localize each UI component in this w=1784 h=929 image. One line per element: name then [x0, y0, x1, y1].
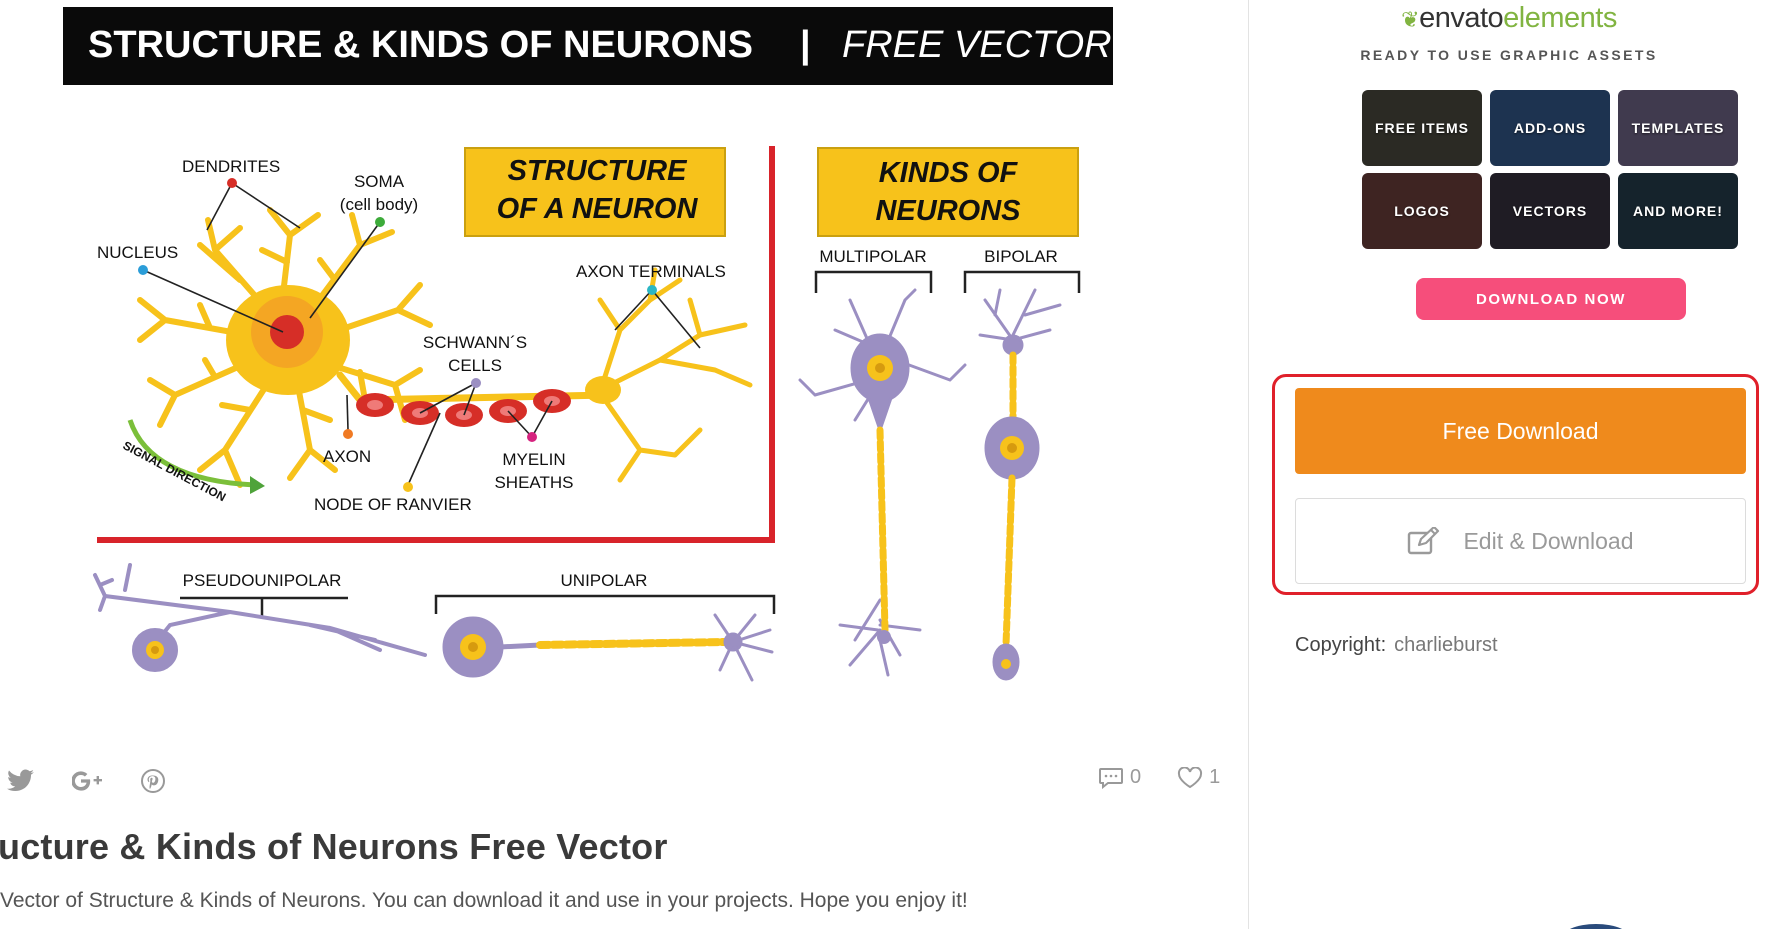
label-myelin-1: MYELIN — [502, 450, 565, 469]
kinds-box-line1: KINDS OF — [879, 157, 1019, 189]
heart-icon — [1178, 766, 1203, 788]
main-content: STRUCTURE & KINDS OF NEURONS | FREE VECT… — [0, 0, 1220, 912]
kinds-box-line2: NEURONS — [875, 195, 1021, 227]
column-divider — [1248, 0, 1249, 929]
likes-count: 1 — [1209, 766, 1221, 788]
tile-free-items[interactable]: FREE ITEMS — [1362, 90, 1482, 166]
bipolar-neuron — [978, 288, 1062, 681]
tile-and-more[interactable]: AND MORE! — [1618, 173, 1738, 249]
label-axon: AXON — [323, 447, 371, 466]
kinds-box — [817, 147, 1079, 237]
edit-icon — [1408, 527, 1440, 555]
avatar — [1561, 924, 1631, 929]
label-soma: SOMA — [354, 172, 405, 191]
label-schwann-1: SCHWANN´S — [423, 333, 527, 352]
comments-stat[interactable]: 0 — [1098, 766, 1141, 789]
structure-frame — [97, 146, 775, 543]
label-pseudounipolar: PSEUDOUNIPOLAR — [183, 571, 342, 590]
pinterest-icon[interactable] — [138, 766, 168, 796]
copyright-label: Copyright: — [1295, 634, 1387, 656]
tile-logos[interactable]: LOGOS — [1362, 173, 1482, 249]
structure-box-line1: STRUCTURE — [508, 155, 688, 187]
free-download-button[interactable]: Free Download — [1295, 388, 1746, 474]
label-dendrites: DENDRITES — [182, 157, 280, 176]
leaf-icon: ❦ — [1401, 7, 1420, 32]
tile-vectors[interactable]: VECTORS — [1490, 173, 1610, 249]
item-description: Vector of Structure & Kinds of Neurons. … — [0, 889, 968, 912]
item-title: ucture & Kinds of Neurons Free Vector — [0, 826, 668, 867]
envato-ad[interactable]: ❦envatoelements READY TO USE GRAPHIC ASS… — [1279, 0, 1739, 340]
download-now-button[interactable]: DOWNLOAD NOW — [1416, 278, 1686, 320]
copyright-author[interactable]: charlieburst — [1394, 634, 1498, 656]
label-multipolar: MULTIPOLAR — [819, 247, 926, 266]
twitter-icon[interactable] — [6, 766, 36, 796]
multipolar-neuron — [798, 288, 967, 677]
label-axon-terminals: AXON TERMINALS — [576, 262, 726, 281]
neuron-diagram — [137, 207, 753, 488]
tile-templates[interactable]: TEMPLATES — [1618, 90, 1738, 166]
label-cell-body: (cell body) — [340, 195, 418, 214]
google-plus-icon[interactable] — [72, 766, 102, 796]
envato-tiles: FREE ITEMS ADD-ONS TEMPLATES LOGOS VECTO… — [1362, 90, 1738, 249]
label-node-of-ranvier: NODE OF RANVIER — [314, 495, 472, 514]
preview-banner — [63, 7, 1113, 85]
signal-arrow — [127, 419, 256, 488]
free-download-label: Free Download — [1442, 417, 1599, 444]
sidebar: ❦envatoelements READY TO USE GRAPHIC ASS… — [1249, 0, 1784, 929]
structure-box — [464, 147, 726, 237]
callout-lines — [142, 182, 701, 486]
comments-count: 0 — [1130, 766, 1142, 788]
label-nucleus: NUCLEUS — [97, 243, 178, 262]
edit-download-button[interactable]: Edit & Download — [1295, 498, 1746, 584]
share-row — [6, 766, 168, 796]
preview-image[interactable]: STRUCTURE & KINDS OF NEURONS | FREE VECT… — [0, 0, 1130, 715]
envato-logo[interactable]: ❦envatoelements — [1401, 2, 1617, 34]
pseudounipolar-neuron — [93, 563, 427, 672]
banner-subtitle: FREE VECTOR — [842, 24, 1112, 66]
stats-row: 0 1 — [1098, 766, 1220, 789]
structure-box-line2: OF A NEURON — [497, 193, 699, 225]
unipolar-neuron — [442, 613, 774, 682]
comment-icon — [1099, 767, 1123, 789]
label-schwann-2: CELLS — [448, 356, 502, 375]
envato-tagline: READY TO USE GRAPHIC ASSETS — [1360, 47, 1658, 63]
likes-stat[interactable]: 1 — [1177, 766, 1220, 789]
banner-separator: | — [800, 24, 811, 66]
label-unipolar: UNIPOLAR — [561, 571, 648, 590]
banner-title: STRUCTURE & KINDS OF NEURONS — [88, 24, 753, 66]
copyright: Copyright: charlieburst — [1295, 634, 1498, 657]
callout-dots — [138, 178, 657, 492]
label-bipolar: BIPOLAR — [984, 247, 1058, 266]
label-myelin-2: SHEATHS — [494, 473, 573, 492]
tile-add-ons[interactable]: ADD-ONS — [1490, 90, 1610, 166]
label-signal-direction: SIGNAL DIRECTION — [121, 438, 229, 504]
highlight-annotation — [1272, 374, 1759, 595]
edit-download-label: Edit & Download — [1463, 527, 1634, 554]
